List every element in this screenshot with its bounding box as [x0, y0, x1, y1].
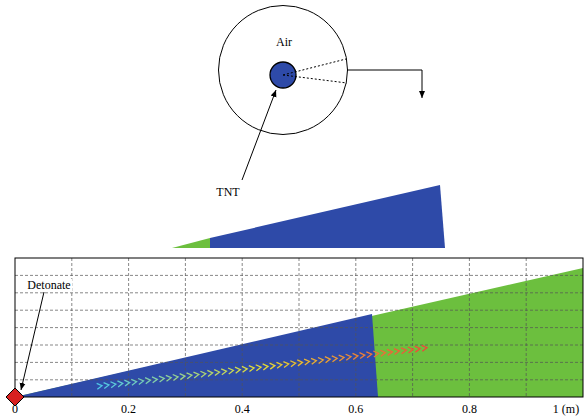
domain-tnt	[15, 314, 378, 397]
grid-line	[15, 345, 583, 346]
velocity-arrow	[193, 371, 199, 378]
grid-line	[15, 310, 583, 311]
velocity-arrow	[359, 352, 365, 359]
velocity-arrow	[207, 370, 213, 377]
velocity-arrow	[394, 348, 400, 355]
velocity-arrow	[180, 373, 186, 380]
velocity-arrow	[346, 354, 352, 361]
velocity-arrow	[373, 350, 379, 357]
axis-tick: 0.8	[462, 403, 477, 415]
axis-tick: 0.6	[348, 403, 363, 415]
part-label: TNT	[216, 186, 239, 198]
grid-line	[15, 275, 583, 276]
velocity-arrow	[304, 359, 310, 366]
region-label: Air	[276, 36, 292, 48]
axis-tick: 1 (m)	[553, 403, 579, 415]
axis-tick: 0	[12, 403, 18, 415]
wedge-tnt	[210, 185, 445, 248]
domain-air	[15, 268, 583, 397]
velocity-arrow	[401, 347, 407, 354]
velocity-arrow	[166, 375, 172, 382]
velocity-arrow	[145, 377, 151, 384]
velocity-arrow	[256, 364, 262, 371]
velocity-arrow	[290, 360, 296, 367]
velocity-arrow	[228, 367, 234, 374]
grid-line	[15, 379, 583, 380]
velocity-arrow	[235, 367, 241, 374]
grid-line	[15, 292, 583, 293]
velocity-arrow	[242, 366, 248, 373]
velocity-arrows	[97, 345, 428, 390]
leader-arrow	[242, 90, 276, 180]
velocity-arrow	[111, 381, 117, 388]
wedge-line	[283, 75, 347, 83]
velocity-arrow	[353, 353, 359, 360]
grid-line	[128, 258, 129, 397]
grid	[15, 258, 583, 397]
velocity-arrow	[263, 363, 269, 370]
velocity-arrow	[408, 346, 414, 353]
air-sphere: Air	[218, 5, 348, 135]
velocity-arrow	[270, 363, 276, 370]
velocity-arrow	[173, 374, 179, 381]
velocity-arrow	[422, 345, 428, 352]
velocity-arrow	[249, 365, 255, 372]
velocity-arrow	[339, 354, 345, 361]
plot-frame	[15, 258, 583, 397]
velocity-arrow	[187, 372, 193, 379]
wedge-air	[172, 238, 210, 248]
grid-line	[469, 258, 470, 397]
grid-line	[15, 362, 583, 363]
axis-tick: 0.2	[121, 403, 136, 415]
velocity-arrow	[332, 355, 338, 362]
wedge-line	[283, 59, 346, 75]
velocity-arrow	[117, 380, 123, 387]
grid-line	[15, 327, 583, 328]
velocity-arrow	[138, 378, 144, 385]
velocity-arrow	[380, 350, 386, 357]
velocity-arrow	[152, 376, 158, 383]
velocity-arrow	[131, 379, 137, 386]
velocity-arrow	[387, 349, 393, 356]
velocity-arrow	[97, 383, 103, 390]
velocity-arrow	[297, 359, 303, 366]
leader-arrow	[347, 70, 422, 98]
velocity-arrow	[124, 380, 130, 387]
annotation: Detonate	[26, 279, 71, 291]
velocity-arrow	[283, 361, 289, 368]
velocity-arrow	[415, 346, 421, 353]
velocity-arrow	[325, 356, 331, 363]
velocity-arrow	[318, 357, 324, 364]
velocity-arrow	[366, 351, 372, 358]
velocity-arrow	[221, 368, 227, 375]
leader-arrow	[21, 292, 44, 390]
velocity-arrow	[200, 371, 206, 378]
velocity-arrow	[159, 376, 165, 383]
axis-tick: 0.4	[235, 403, 250, 415]
velocity-arrow	[276, 362, 282, 369]
grid-line	[299, 258, 300, 397]
velocity-arrow	[104, 382, 110, 389]
velocity-arrow	[311, 358, 317, 365]
velocity-arrow	[214, 369, 220, 376]
